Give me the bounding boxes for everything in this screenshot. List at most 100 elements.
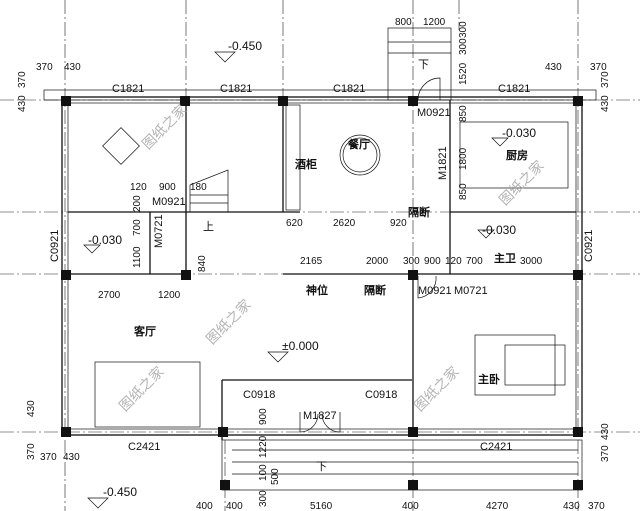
door-stair: M0921	[152, 196, 186, 208]
dim: 370	[600, 445, 611, 462]
room-dining: 餐厅	[347, 137, 370, 151]
room-shrine: 神位	[306, 283, 328, 297]
dim: 180	[190, 182, 207, 193]
dim: 900	[424, 256, 441, 267]
dim: 920	[390, 218, 407, 229]
dim: 370	[590, 62, 607, 73]
window-c2421-right: C2421	[480, 441, 512, 453]
dim: 430	[26, 400, 37, 417]
dim: 400	[402, 501, 419, 511]
partition-upper: 隔断	[408, 205, 430, 219]
door-bath: M0721	[454, 285, 488, 297]
dim: 2000	[366, 256, 389, 267]
room-labels: 餐厅 酒柜 厨房 主卫 神位 隔断 隔断 客厅 主卧	[133, 137, 528, 386]
window-c0921-right: C0921	[583, 230, 595, 262]
dim: 300	[458, 38, 469, 55]
dim: 120	[445, 256, 462, 267]
stair-down-top: 下	[418, 59, 429, 71]
watermark: 图纸之家	[203, 296, 254, 347]
dim: 400	[226, 501, 243, 511]
dim: 120	[130, 182, 147, 193]
dim: 200	[132, 195, 143, 212]
room-master-bath: 主卫	[494, 251, 516, 265]
door-main: M1827	[303, 410, 337, 422]
watermark: 图纸之家	[139, 101, 190, 152]
door-labels: M0921 M1821 M0921 M0721 M0921 M0721 M182…	[152, 77, 488, 433]
partition-lower: 隔断	[364, 283, 386, 297]
dim: 430	[17, 95, 28, 112]
door-back: M0921	[417, 107, 451, 119]
dim: 370	[588, 501, 605, 511]
watermark: 图纸之家	[411, 363, 462, 414]
dim: 850	[458, 105, 469, 122]
dim: 5160	[310, 501, 333, 511]
dim: 840	[197, 255, 208, 272]
level-kitchen: -0.030	[502, 126, 536, 140]
dim: 850	[458, 183, 469, 200]
window-c1821-c: C1821	[333, 83, 365, 95]
walls	[43, 27, 597, 491]
dim: 500	[270, 468, 281, 485]
window-labels: C1821 C1821 C1821 C1821 C0921 C0921 C091…	[49, 83, 595, 453]
dim: 370	[26, 443, 37, 460]
dim: 1200	[423, 17, 446, 28]
level-top-outside: -0.450	[228, 39, 262, 53]
level-markers: -0.450 -0.030 -0.030 -0.030 ±0.000 -0.45…	[83, 39, 536, 509]
room-wine-cabinet: 酒柜	[295, 157, 317, 171]
watermark: 图纸之家	[116, 363, 167, 414]
dim: 300	[403, 256, 420, 267]
dim: 300	[258, 490, 269, 507]
dim: 430	[600, 95, 611, 112]
dim: 430	[64, 62, 81, 73]
dim: 2620	[333, 218, 356, 229]
window-c0918-right: C0918	[365, 389, 397, 401]
dim: 370	[36, 62, 53, 73]
dim: 900	[159, 182, 176, 193]
door-kitchen: M1821	[437, 146, 449, 180]
level-living: ±0.000	[282, 339, 319, 353]
dim: 1200	[158, 290, 181, 301]
dim: 100	[258, 464, 269, 481]
dim: 430	[563, 501, 580, 511]
dim: 700	[466, 256, 483, 267]
dim: 1100	[132, 246, 143, 268]
room-kitchen: 厨房	[506, 148, 528, 162]
dim: 2165	[300, 256, 323, 267]
dim: 4270	[486, 501, 509, 511]
dim: 900	[258, 408, 269, 425]
columns	[61, 96, 583, 490]
dim: 430	[600, 423, 611, 440]
dim: 2700	[98, 290, 121, 301]
dim: 1520	[458, 62, 469, 85]
stair-down-bottom: 下	[316, 461, 327, 473]
level-bottom-outside: -0.450	[103, 485, 137, 499]
window-c2421-left: C2421	[128, 441, 160, 453]
stair-markers: 下 上 下	[203, 59, 429, 473]
dim: 370	[40, 452, 57, 463]
dim: 430	[545, 62, 562, 73]
dim: 620	[286, 218, 303, 229]
dimensions: 800 1200 300 300 1520 850 1800 850 370 4…	[17, 17, 611, 511]
window-c0921-left: C0921	[49, 230, 61, 262]
door-wc: M0721	[153, 214, 165, 248]
dim: 800	[395, 17, 412, 28]
dim: 430	[63, 452, 80, 463]
dim: 370	[17, 71, 28, 88]
dim: 1800	[458, 147, 469, 170]
watermark: 图纸之家	[496, 157, 547, 208]
dim: 700	[132, 219, 143, 236]
room-living: 客厅	[133, 324, 156, 338]
window-c0918-left: C0918	[243, 389, 275, 401]
room-master-bedroom: 主卧	[478, 372, 500, 386]
window-c1821-d: C1821	[498, 83, 530, 95]
dim: 400	[196, 501, 213, 511]
dim: 300	[458, 21, 469, 38]
level-wc: -0.030	[88, 233, 122, 247]
dim: 1220	[258, 435, 269, 458]
dim: 370	[600, 71, 611, 88]
window-c1821-a: C1821	[112, 83, 144, 95]
level-master-bath: -0.030	[482, 223, 516, 237]
stair-up: 上	[203, 220, 214, 233]
dim: 3000	[520, 256, 543, 267]
